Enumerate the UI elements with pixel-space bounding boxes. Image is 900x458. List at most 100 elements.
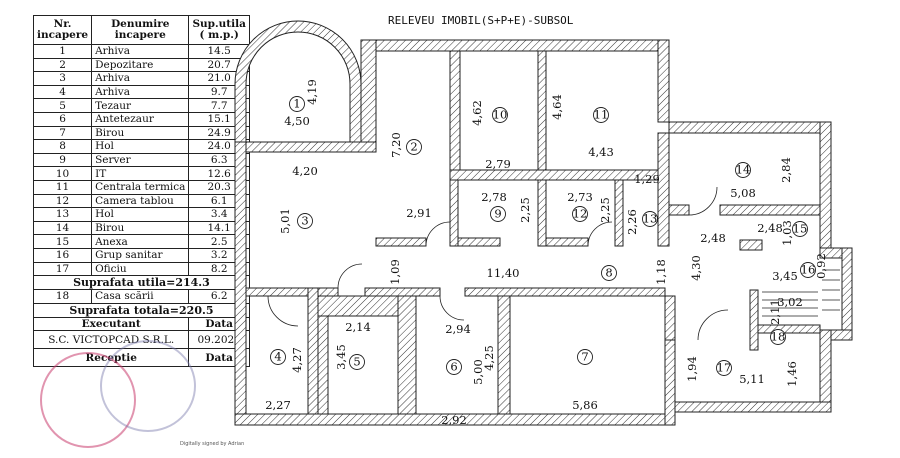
north-wall — [360, 39, 670, 52]
wall-13-east — [657, 132, 670, 247]
room-number-circle — [642, 211, 658, 227]
header-name-line2: incapere — [114, 29, 166, 41]
wall-18-west — [749, 289, 759, 351]
room-dimension: 4,20 — [292, 164, 318, 178]
room-dimension-vertical: 2,25 — [598, 197, 612, 223]
wall-10-9 — [449, 169, 659, 181]
room-number-circle — [792, 221, 808, 237]
room-dimension: 4,50 — [284, 114, 310, 128]
room-number: 16 — [801, 263, 816, 277]
room-10-marker: 10 — [492, 107, 508, 123]
room17-west-wall — [664, 339, 676, 426]
room-number: 15 — [793, 222, 808, 236]
grand-total: Suprafata totala=220.5 — [33, 302, 250, 318]
useful-total: Suprafata utila=214.3 — [33, 275, 250, 291]
room-number-circle — [593, 107, 609, 123]
room-9-marker: 9 — [490, 206, 506, 222]
room-dimension-vertical: 3,45 — [334, 344, 348, 370]
door-arc-4 — [267, 295, 299, 327]
door-arc-12 — [587, 221, 613, 247]
room-dimension-vertical: 4,64 — [550, 94, 564, 120]
room-number: 2 — [410, 140, 417, 154]
room-number-circle — [716, 360, 732, 376]
room-number-circle — [735, 162, 751, 178]
room-dimension-vertical: 2,25 — [518, 197, 532, 223]
digital-signature-note: Digitally signed by Adrian — [180, 441, 245, 447]
room-number: 4 — [274, 350, 281, 364]
stairs — [762, 269, 840, 317]
wall-7-east — [664, 295, 676, 341]
room-dimension-vertical: 1,09 — [388, 259, 402, 285]
west-wall — [234, 141, 247, 426]
room-number-circle — [349, 354, 365, 370]
room-number-circle — [297, 213, 313, 229]
legend-header-area: Sup.utila( m.p.) — [188, 15, 250, 45]
room-dimension: 3,02 — [777, 295, 803, 309]
legend-name: Depozitare — [91, 57, 190, 73]
room-number-circle — [289, 96, 305, 112]
wall-10-11 — [537, 50, 547, 180]
room-dimension-vertical: 5,01 — [278, 208, 292, 234]
doors — [267, 186, 729, 341]
legend-name: Hol — [91, 139, 190, 154]
plan-title: RELEVEU IMOBIL(S+P+E)-SUBSOL — [388, 14, 574, 27]
legend-name: Tezaur — [91, 98, 190, 113]
header-nr-line1: Nr. — [53, 18, 72, 30]
south-east-wall — [674, 401, 832, 413]
wall-3-4 — [245, 287, 339, 297]
room-number-circle — [800, 262, 816, 278]
wall-2-bottom — [375, 237, 427, 247]
room-dimension-vertical: 2,11 — [768, 299, 782, 325]
north-west-wall — [360, 39, 377, 151]
room-number-circle — [577, 349, 593, 365]
room-dimension-vertical-2: 1,18 — [654, 259, 668, 285]
room-dimension: 2,78 — [481, 190, 507, 204]
door-arc-14 — [688, 186, 718, 216]
grand-total-row: Suprafata totala=220.5 — [33, 302, 250, 318]
room-number: 9 — [494, 207, 501, 221]
wall-5-top — [317, 295, 409, 317]
east-wall-lower — [819, 329, 832, 413]
room-dimension: 2,92 — [441, 413, 467, 427]
north-east-wall — [657, 39, 670, 123]
room-11-marker: 11 — [593, 107, 609, 123]
header-area-line2: ( m.p.) — [199, 29, 239, 41]
room-dimension-vertical: 4,62 — [470, 100, 484, 126]
wall-5-west — [317, 315, 329, 415]
room-17-marker: 17 — [716, 360, 732, 376]
room-number-circle — [601, 265, 617, 281]
room-dimension: 2,73 — [567, 190, 593, 204]
room-number: 8 — [605, 266, 612, 280]
room-number: 11 — [594, 108, 609, 122]
room-dimension: 11,40 — [487, 266, 520, 280]
room-dimension-vertical: 4,25 — [482, 345, 496, 371]
room-dimension-vertical: 2,26 — [625, 209, 639, 235]
room-dimension: 5,08 — [730, 186, 756, 200]
wall-2-10 — [449, 50, 461, 180]
room-dimension: 2,79 — [485, 157, 511, 171]
room-14-marker: 14 — [735, 162, 751, 178]
room-number-circle — [490, 206, 506, 222]
room-dimension: 2,48 — [757, 221, 783, 235]
wall-9-west — [449, 179, 459, 247]
room-number: 6 — [450, 360, 457, 374]
wall-1-3 — [245, 141, 377, 153]
wall-hall-south-a — [364, 287, 441, 297]
wall-hall-south-b — [464, 287, 666, 297]
room-number: 3 — [301, 214, 308, 228]
room-dimension: 2,14 — [345, 320, 371, 334]
room-number-circle — [446, 359, 462, 375]
room-dimension-extra: 2,94 — [445, 322, 471, 336]
room-dimension-vertical: 0,92 — [814, 253, 828, 279]
legend-name: Arhiva — [91, 84, 190, 100]
legend-nr: 16 — [32, 247, 93, 263]
header-name-line1: Denumire — [111, 18, 170, 30]
room-8-marker: 8 — [601, 265, 617, 281]
